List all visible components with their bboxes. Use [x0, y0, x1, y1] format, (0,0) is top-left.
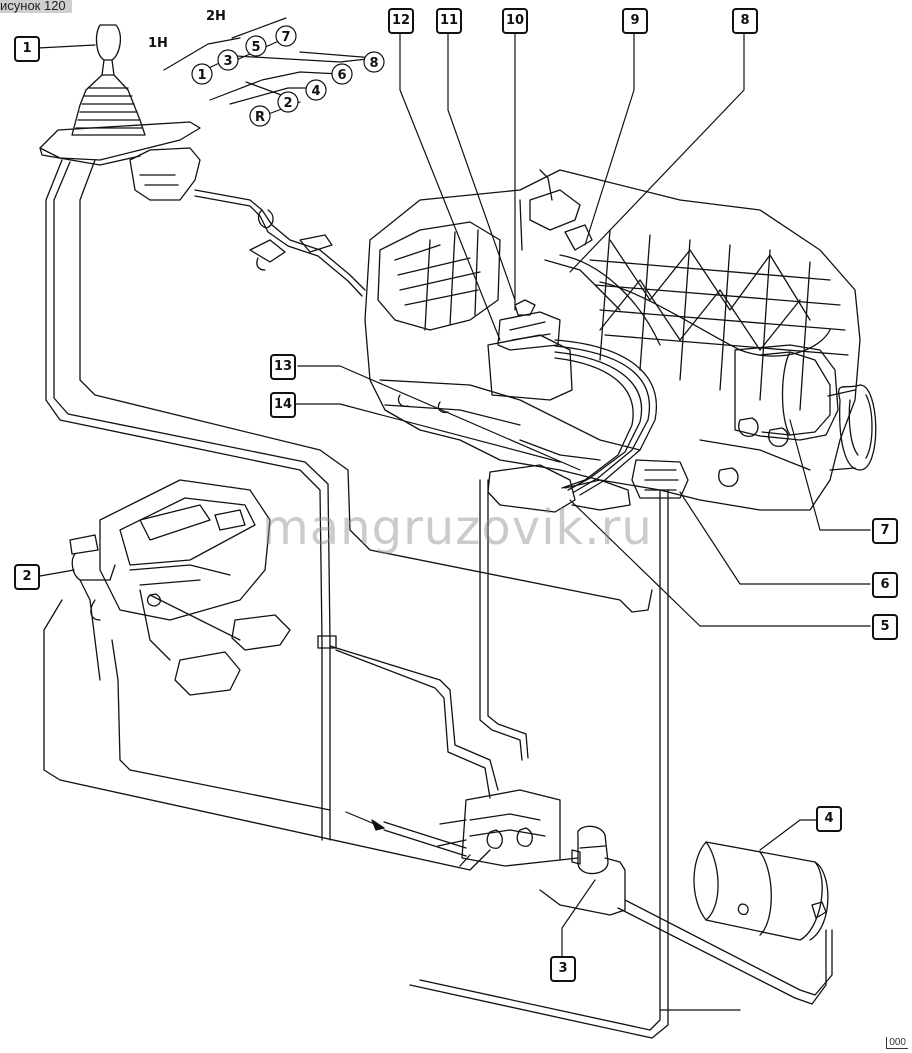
callout-8: 8	[732, 8, 758, 34]
callout-7: 7	[872, 518, 898, 544]
gear-r-label: R	[255, 110, 265, 125]
figure-title: исунок 120	[0, 0, 72, 13]
pedal-box-drawing	[69, 479, 291, 696]
gear-3-circle	[217, 49, 239, 71]
gear-6-label: 6	[337, 68, 346, 83]
leader-lines	[37, 29, 871, 957]
range-high-label: 2H	[206, 9, 226, 24]
gear-circles	[191, 25, 385, 127]
callout-9: 9	[622, 8, 648, 34]
gear-4-circle	[305, 79, 327, 101]
gear-8-label: 8	[369, 56, 378, 71]
range-low-label: 1H	[148, 36, 168, 51]
callout-1: 1	[14, 36, 40, 62]
gear-7-label: 7	[281, 30, 290, 45]
callout-10: 10	[502, 8, 528, 34]
gear-r-circle	[249, 105, 271, 127]
callout-2: 2	[14, 564, 40, 590]
gear-5-label: 5	[251, 40, 260, 55]
gear-7-circle	[275, 25, 297, 47]
callout-13: 13	[270, 354, 296, 380]
callout-3: 3	[550, 956, 576, 982]
callout-14: 14	[270, 392, 296, 418]
gear-1-label: 1	[197, 68, 206, 83]
gear-5-circle	[245, 35, 267, 57]
callout-12: 12	[388, 8, 414, 34]
gear-2-circle	[277, 91, 299, 113]
callout-6: 6	[872, 572, 898, 598]
gearbox-housing-drawing	[364, 169, 877, 513]
air-piping-drawing	[43, 159, 833, 1039]
gear-2-label: 2	[283, 96, 292, 111]
gear-3-label: 3	[223, 54, 232, 69]
gear-4-label: 4	[311, 84, 320, 99]
air-tank-drawing	[693, 841, 829, 941]
callout-5: 5	[872, 614, 898, 640]
gear-1-circle	[191, 63, 213, 85]
shift-pattern: 2H 1H	[148, 9, 226, 51]
figure-code: 000	[886, 1037, 908, 1049]
gear-8-circle	[363, 51, 385, 73]
gear-6-circle	[331, 63, 353, 85]
callout-4: 4	[816, 806, 842, 832]
gear-lever-drawing	[39, 24, 366, 297]
callout-11: 11	[436, 8, 462, 34]
